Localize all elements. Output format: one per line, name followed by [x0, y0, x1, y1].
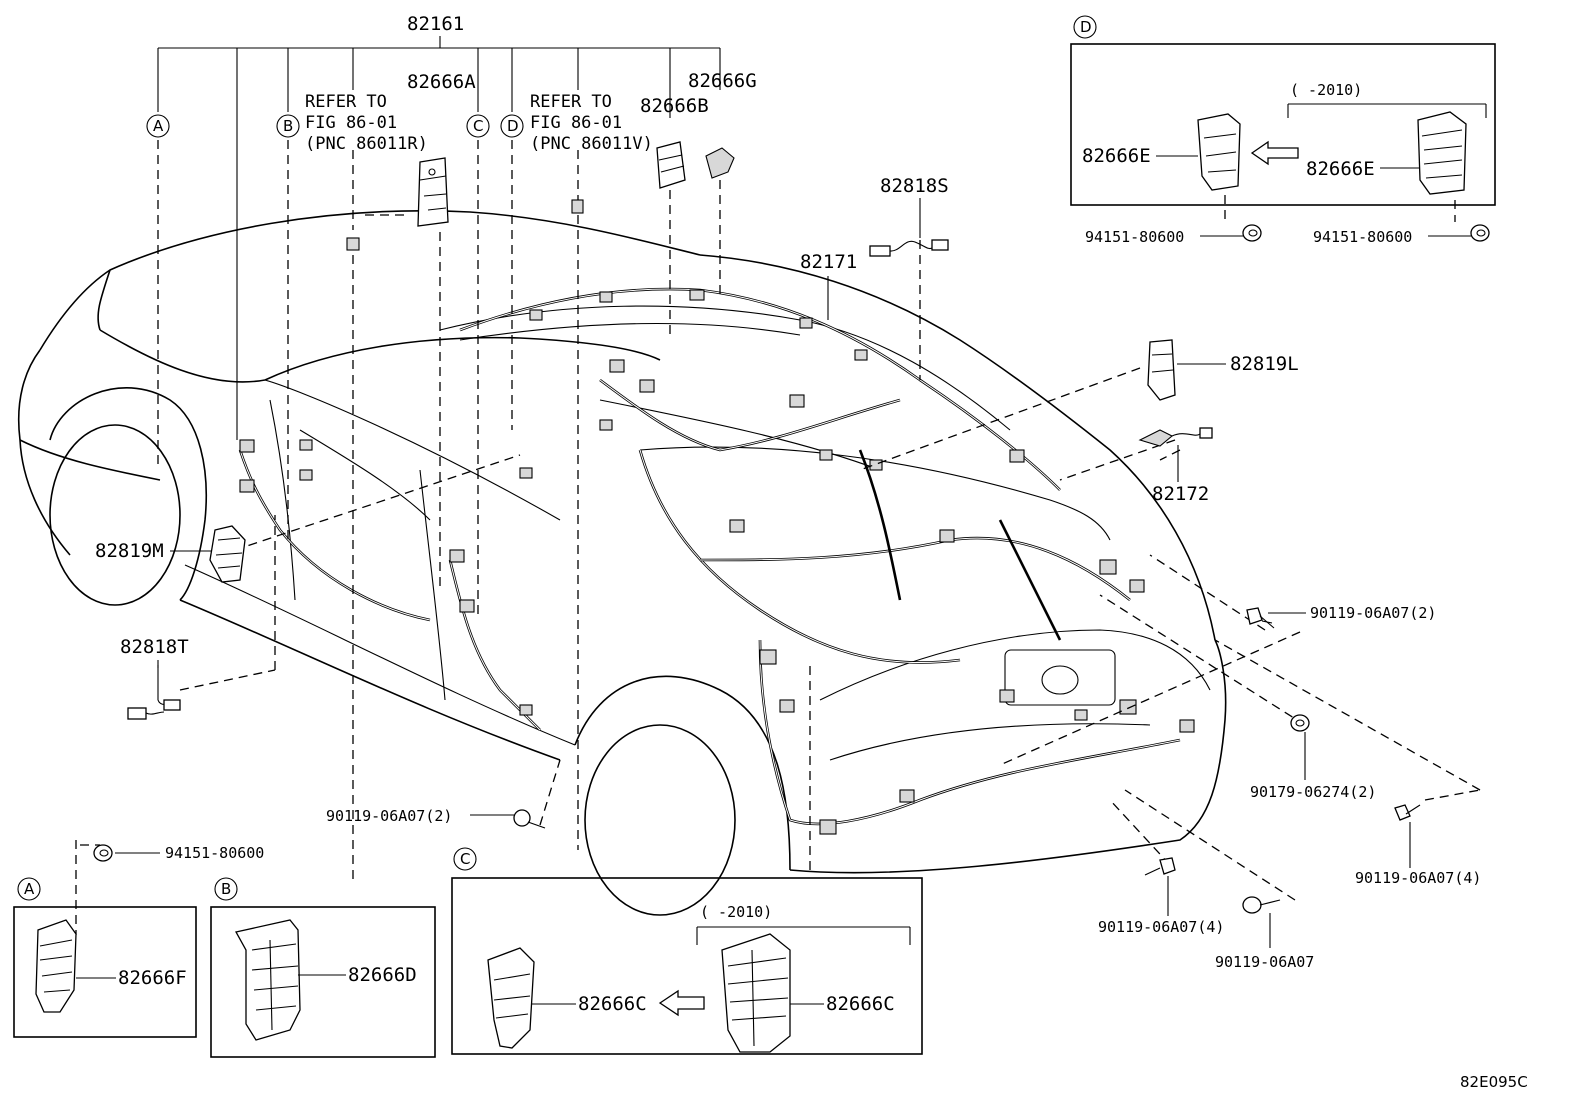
- label-nut-r: 90179-06274(2): [1250, 783, 1376, 801]
- bolt-icon: [513, 809, 546, 829]
- part-82666G: [705, 147, 735, 179]
- callout-d-detail: D: [1073, 15, 1097, 39]
- wire-harness: [238, 287, 1195, 835]
- callout-a-top: A: [146, 114, 170, 138]
- label-bolt-mid4: 90119-06A07(4): [1098, 918, 1224, 936]
- dashed-leaders: [75, 140, 1481, 935]
- svg-text:REFER TO: REFER TO: [305, 92, 387, 112]
- label-82818T: 82818T: [120, 636, 189, 658]
- label-82818S: 82818S: [880, 175, 949, 197]
- connector-refer-b: [346, 237, 360, 251]
- bolt-icon: [1394, 804, 1421, 821]
- label-clip-d1: 94151-80600: [1085, 228, 1184, 246]
- part-82666E-old: [1417, 111, 1467, 195]
- svg-text:82666D: 82666D: [348, 964, 417, 986]
- svg-text:FIG 86-01: FIG 86-01: [530, 113, 622, 133]
- svg-text:D: D: [1080, 18, 1092, 36]
- label-clip-d2: 94151-80600: [1313, 228, 1412, 246]
- leader-82161: [157, 36, 721, 440]
- detail-c: C ( -2010) 82666C 82666C: [451, 847, 923, 1055]
- callout-c-detail: C: [453, 847, 477, 871]
- clip-icon: [1470, 224, 1490, 242]
- bolt-icon: [1144, 857, 1176, 876]
- refer-note-b: REFER TO FIG 86-01 (PNC 86011R): [305, 92, 428, 154]
- part-82819L: [1147, 339, 1176, 401]
- part-82666C-new: [487, 947, 535, 1049]
- label-82172: 82172: [1152, 483, 1209, 505]
- range-c: ( -2010): [700, 903, 772, 921]
- detail-a: A 82666F: [13, 877, 197, 1038]
- svg-text:82666E: 82666E: [1306, 158, 1375, 180]
- bolt-icon: [1246, 607, 1275, 629]
- svg-text:D: D: [507, 117, 519, 135]
- svg-text:82666C: 82666C: [578, 993, 647, 1015]
- detail-d: D ( -2010) 82666E 82666E: [1070, 15, 1496, 206]
- part-82666C-old: [721, 933, 791, 1053]
- part-82666B: [656, 141, 686, 189]
- svg-text:(PNC 86011V): (PNC 86011V): [530, 134, 653, 154]
- clip-icon: [93, 844, 113, 862]
- svg-text:C: C: [460, 850, 470, 868]
- part-82666D: [235, 919, 301, 1041]
- label-bolt-mid: 90119-06A07: [1215, 953, 1314, 971]
- label-82819M: 82819M: [95, 540, 164, 562]
- callout-a-detail: A: [17, 877, 41, 901]
- part-82819M: [209, 525, 246, 583]
- clip-icon: [1242, 224, 1262, 242]
- label-82666B: 82666B: [640, 95, 709, 117]
- range-d: ( -2010): [1290, 81, 1362, 99]
- connector-refer-d: [571, 199, 584, 214]
- label-82666A: 82666A: [407, 71, 476, 93]
- svg-text:REFER TO: REFER TO: [530, 92, 612, 112]
- part-82666A: [417, 157, 449, 227]
- diagram-code: 82E095C: [1460, 1073, 1528, 1091]
- refer-note-d: REFER TO FIG 86-01 (PNC 86011V): [530, 92, 653, 154]
- part-82818S: [869, 239, 949, 257]
- svg-text:B: B: [221, 880, 231, 898]
- svg-text:82666F: 82666F: [118, 967, 187, 989]
- svg-text:A: A: [153, 117, 164, 135]
- label-82161: 82161: [407, 13, 464, 35]
- svg-text:C: C: [473, 117, 483, 135]
- callout-d-top: D: [500, 114, 524, 138]
- part-82818T: [127, 665, 181, 720]
- bolt-icon: [1242, 896, 1281, 914]
- part-82666E-new: [1197, 113, 1241, 191]
- label-82819L: 82819L: [1230, 353, 1299, 375]
- label-clip-a: 94151-80600: [165, 844, 264, 862]
- label-bolt-r1: 90119-06A07(2): [1310, 604, 1436, 622]
- part-82666F: [35, 919, 77, 1013]
- svg-text:82666E: 82666E: [1082, 145, 1151, 167]
- svg-text:(PNC 86011R): (PNC 86011R): [305, 134, 428, 154]
- part-82172: [1138, 427, 1213, 447]
- label-82171: 82171: [800, 251, 857, 273]
- car-body: [17, 210, 1227, 916]
- arrow-left-icon: [1250, 140, 1299, 166]
- label-bolt-left: 90119-06A07(2): [326, 807, 452, 825]
- svg-text:82666C: 82666C: [826, 993, 895, 1015]
- nut-icon: [1290, 714, 1310, 732]
- svg-text:FIG 86-01: FIG 86-01: [305, 113, 397, 133]
- svg-text:A: A: [24, 880, 35, 898]
- label-82666G: 82666G: [688, 70, 757, 92]
- svg-text:B: B: [283, 117, 293, 135]
- arrow-left-icon: [658, 989, 705, 1017]
- callout-b-top: B: [276, 114, 300, 138]
- callout-c-top: C: [466, 114, 490, 138]
- detail-b: B 82666D: [210, 877, 436, 1058]
- label-bolt-r4: 90119-06A07(4): [1355, 869, 1481, 887]
- callout-b-detail: B: [214, 877, 238, 901]
